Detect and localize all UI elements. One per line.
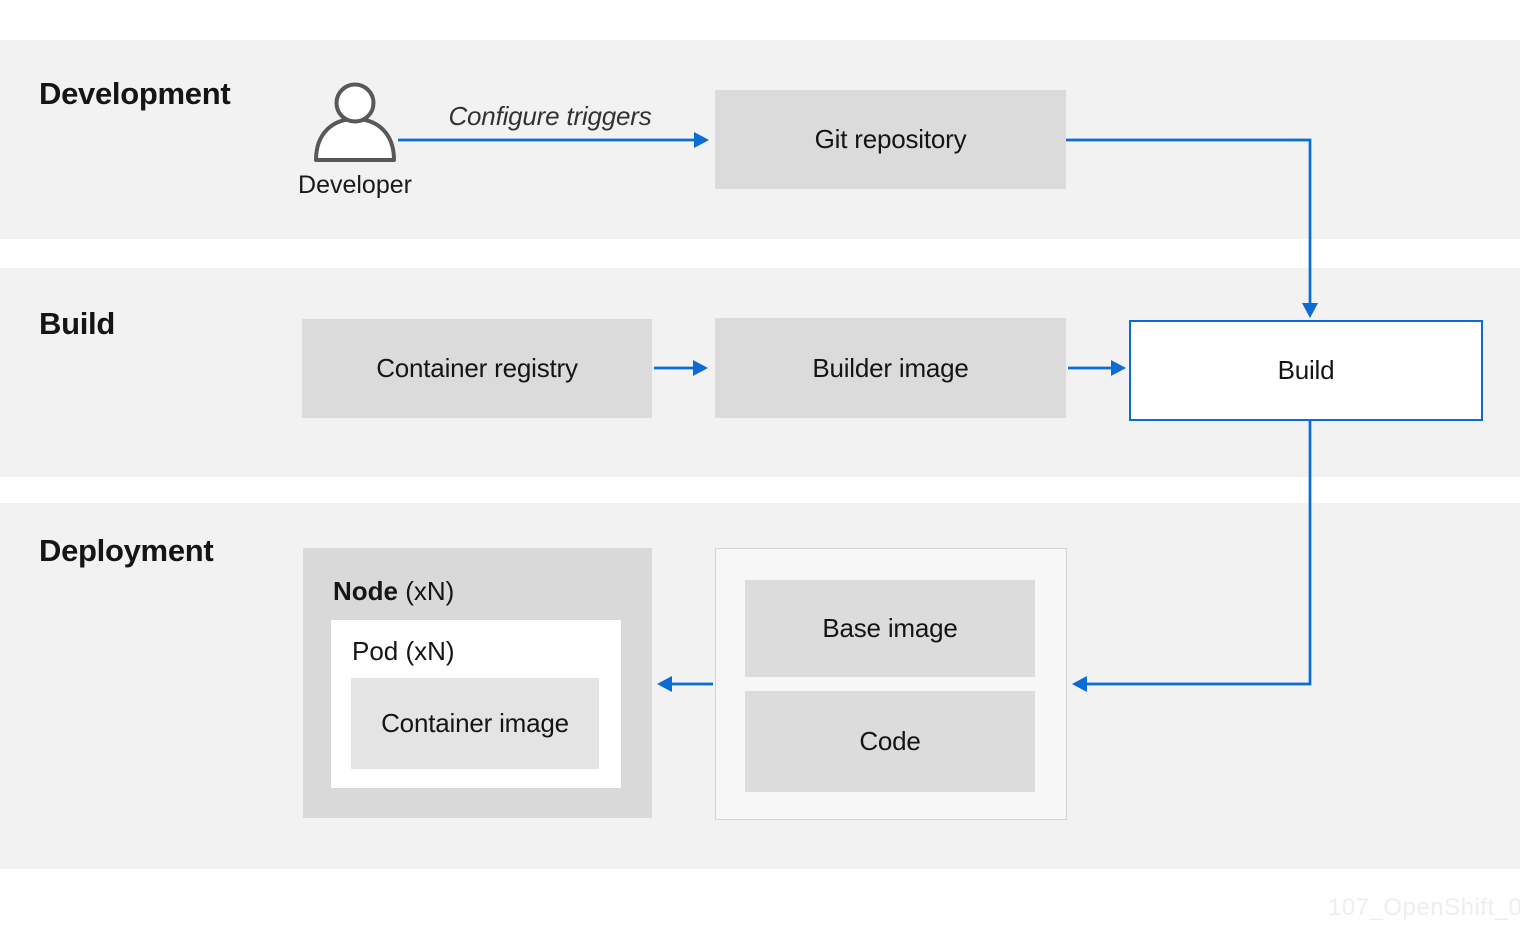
build-section-label: Build <box>39 306 115 341</box>
pod-label: Pod (xN) <box>352 636 455 666</box>
base-image-box: Base image <box>745 580 1035 677</box>
builder-image-box: Builder image <box>715 318 1066 418</box>
watermark-text: 107_OpenShift_0720 <box>1328 894 1520 921</box>
container-registry-box: Container registry <box>302 319 652 418</box>
deployment-section-label: Deployment <box>39 533 214 568</box>
container-image-box: Container image <box>351 678 599 769</box>
build-box: Build <box>1129 320 1483 421</box>
node-label-suffix: (xN) <box>398 576 455 606</box>
node-label-bold: Node <box>333 576 398 606</box>
configure-triggers-caption: Configure triggers <box>448 101 652 131</box>
developer-person-icon <box>314 82 396 162</box>
development-section-label: Development <box>39 76 231 111</box>
git-repository-box: Git repository <box>715 90 1066 189</box>
developer-label: Developer <box>298 171 412 199</box>
code-box: Code <box>745 691 1035 792</box>
node-label: Node (xN) <box>333 576 454 607</box>
